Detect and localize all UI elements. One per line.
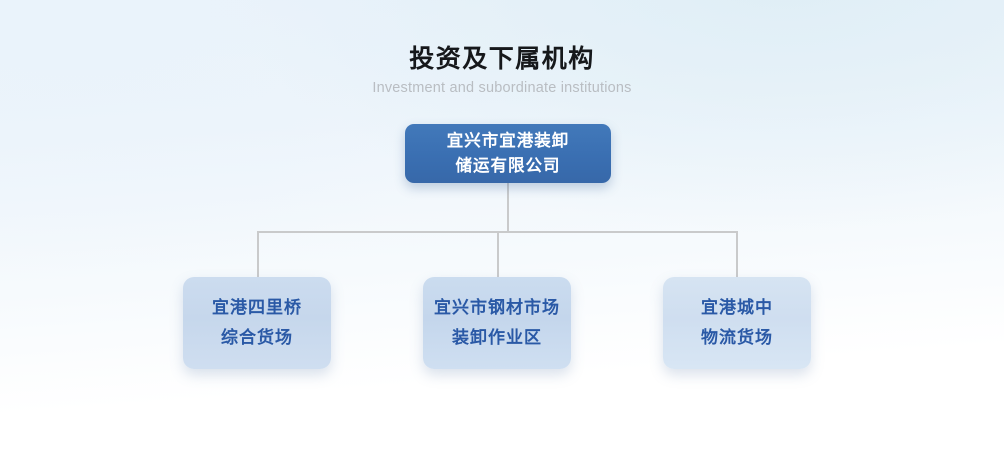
- org-node-root-label: 宜兴市宜港装卸 储运有限公司: [446, 131, 570, 175]
- org-node-child-2-label: 宜兴市钢材市场 装卸作业区: [434, 298, 560, 347]
- page-subtitle: Investment and subordinate institutions: [372, 80, 632, 97]
- org-node-child-2[interactable]: 宜兴市钢材市场 装卸作业区: [423, 277, 571, 369]
- page-title: 投资及下属机构: [409, 45, 595, 73]
- org-node-child-1[interactable]: 宜港四里桥 综合货场: [183, 277, 331, 369]
- org-node-child-3[interactable]: 宜港城中 物流货场: [663, 277, 811, 369]
- page-heading: 投资及下属机构 Investment and subordinate insti…: [0, 44, 1004, 98]
- org-node-root[interactable]: 宜兴市宜港装卸 储运有限公司: [405, 124, 611, 183]
- org-node-child-1-label: 宜港四里桥 综合货场: [212, 298, 302, 347]
- org-node-child-3-label: 宜港城中 物流货场: [701, 298, 773, 347]
